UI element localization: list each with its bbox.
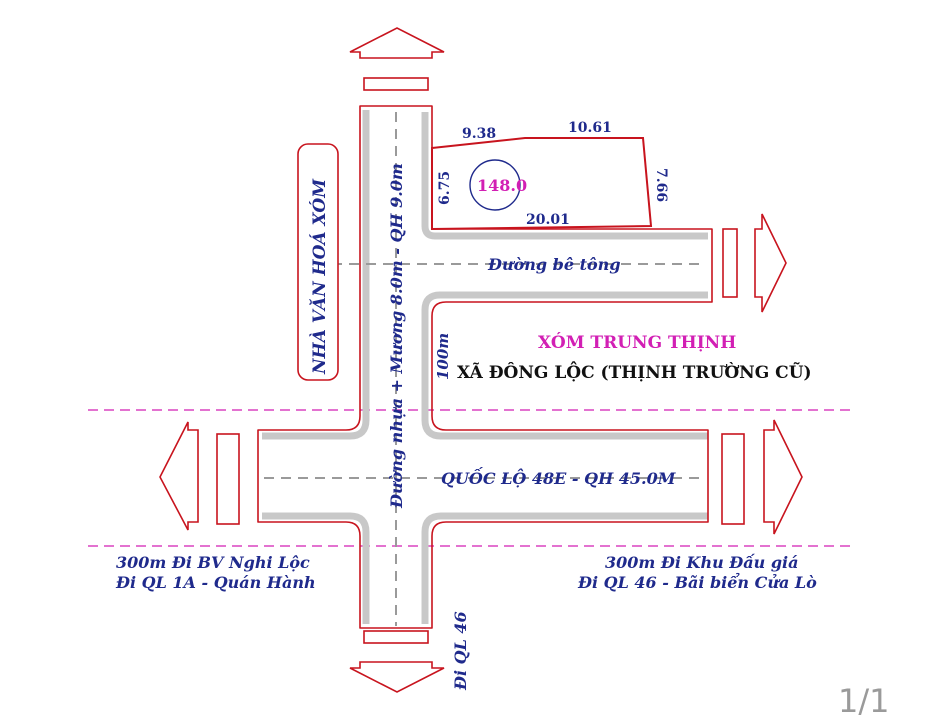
arrow-west-highway (159, 421, 240, 531)
lot-edge-left: 6.75 (437, 171, 453, 205)
road-red-edges (257, 105, 713, 629)
lot-edge-top-left: 9.38 (462, 126, 496, 142)
arrow-east-highway (721, 419, 803, 535)
lot-area-label: 148.0 (477, 176, 527, 195)
cultural-house-label: NHÀ VĂN HOÁ XÓM (309, 178, 330, 375)
lot-edge-right: 7.66 (653, 168, 669, 202)
arrow-east-concrete (722, 213, 787, 313)
direction-right-line1: 300m Đi Khu Đấu giá (605, 553, 798, 572)
page-indicator: 1/1 (838, 682, 890, 720)
vertical-road-label: Đường nhựa + Mương 8.0m - QH 9.0m (387, 163, 406, 509)
lot-edge-top-right: 10.61 (568, 120, 612, 136)
arrow-north (349, 27, 445, 91)
road-center-lines (264, 112, 706, 626)
highway-label: QUỐC LỘ 48E - QH 45.0M (441, 466, 677, 488)
road-grey-borders (262, 110, 708, 624)
lot-edge-bottom: 20.01 (526, 212, 570, 228)
to-ql46-label: Đi QL 46 (451, 611, 470, 691)
hamlet-label: XÓM TRUNG THỊNH (538, 332, 736, 353)
lot-parcel (431, 137, 653, 231)
lot-area-circle (469, 159, 521, 211)
direction-left-line2: Đi QL 1A - Quán Hành (115, 573, 316, 592)
cultural-house-box (297, 143, 339, 381)
arrow-south (349, 630, 445, 693)
distance-100m-label: 100m (434, 333, 452, 380)
direction-right-line2: Đi QL 46 - Bãi biển Cửa Lò (577, 571, 817, 592)
direction-left-line1: 300m Đi BV Nghi Lộc (116, 553, 310, 572)
commune-label: XÃ ĐÔNG LỘC (THỊNH TRƯỜNG CŨ) (457, 361, 812, 383)
concrete-road-label: Đường bê tông (487, 255, 621, 274)
